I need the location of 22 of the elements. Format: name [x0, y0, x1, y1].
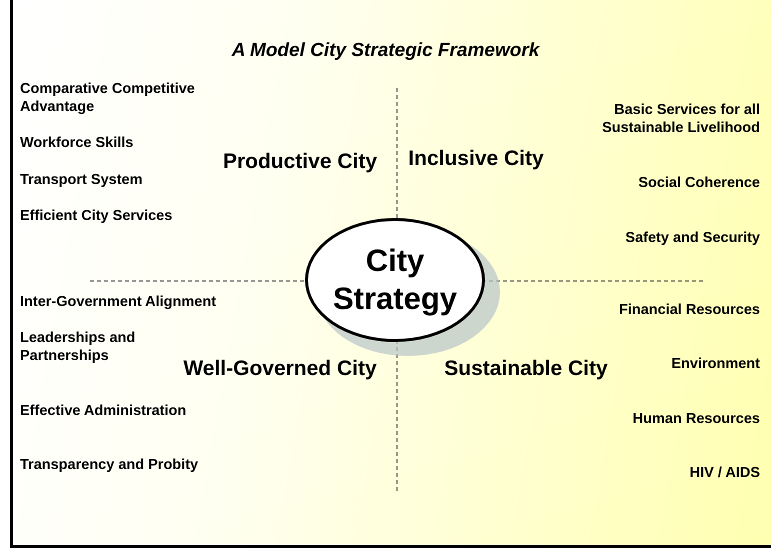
focus-area-item: HIV / AIDS — [690, 464, 760, 482]
quadrant-title: Sustainable City — [443, 356, 609, 382]
focus-area-item: Financial Resources — [618, 301, 760, 319]
focus-area-item: Transparency and Probity — [20, 456, 198, 474]
focus-area-item: Effective Administration — [20, 402, 186, 420]
focus-area-item: Inter-Government Alignment — [20, 293, 216, 311]
diagram-title: A Model City Strategic Framework — [230, 40, 541, 62]
focus-area-item: Basic Services for all — [614, 101, 760, 119]
focus-area-item: Leaderships and Partnerships — [20, 329, 136, 365]
quadrant-title: Inclusive City — [407, 146, 545, 172]
focus-area-item: Sustainable Livelihood — [602, 119, 760, 137]
focus-area-item: Transport System — [20, 171, 142, 189]
focus-area-item: Comparative Competitive Advantage — [20, 80, 196, 116]
focus-area-item: Environment — [671, 355, 760, 373]
quadrant-title: Productive City — [222, 149, 378, 175]
focus-area-item: Efficient City Services — [20, 207, 172, 225]
focus-area-item: Safety and Security — [625, 229, 760, 247]
focus-area-item: Human Resources — [632, 410, 760, 428]
circle-label: City Strategy — [332, 242, 458, 318]
quadrant-title: Well-Governed City — [182, 356, 378, 382]
focus-area-item: Workforce Skills — [20, 134, 134, 152]
focus-area-item: Social Coherence — [638, 174, 760, 192]
